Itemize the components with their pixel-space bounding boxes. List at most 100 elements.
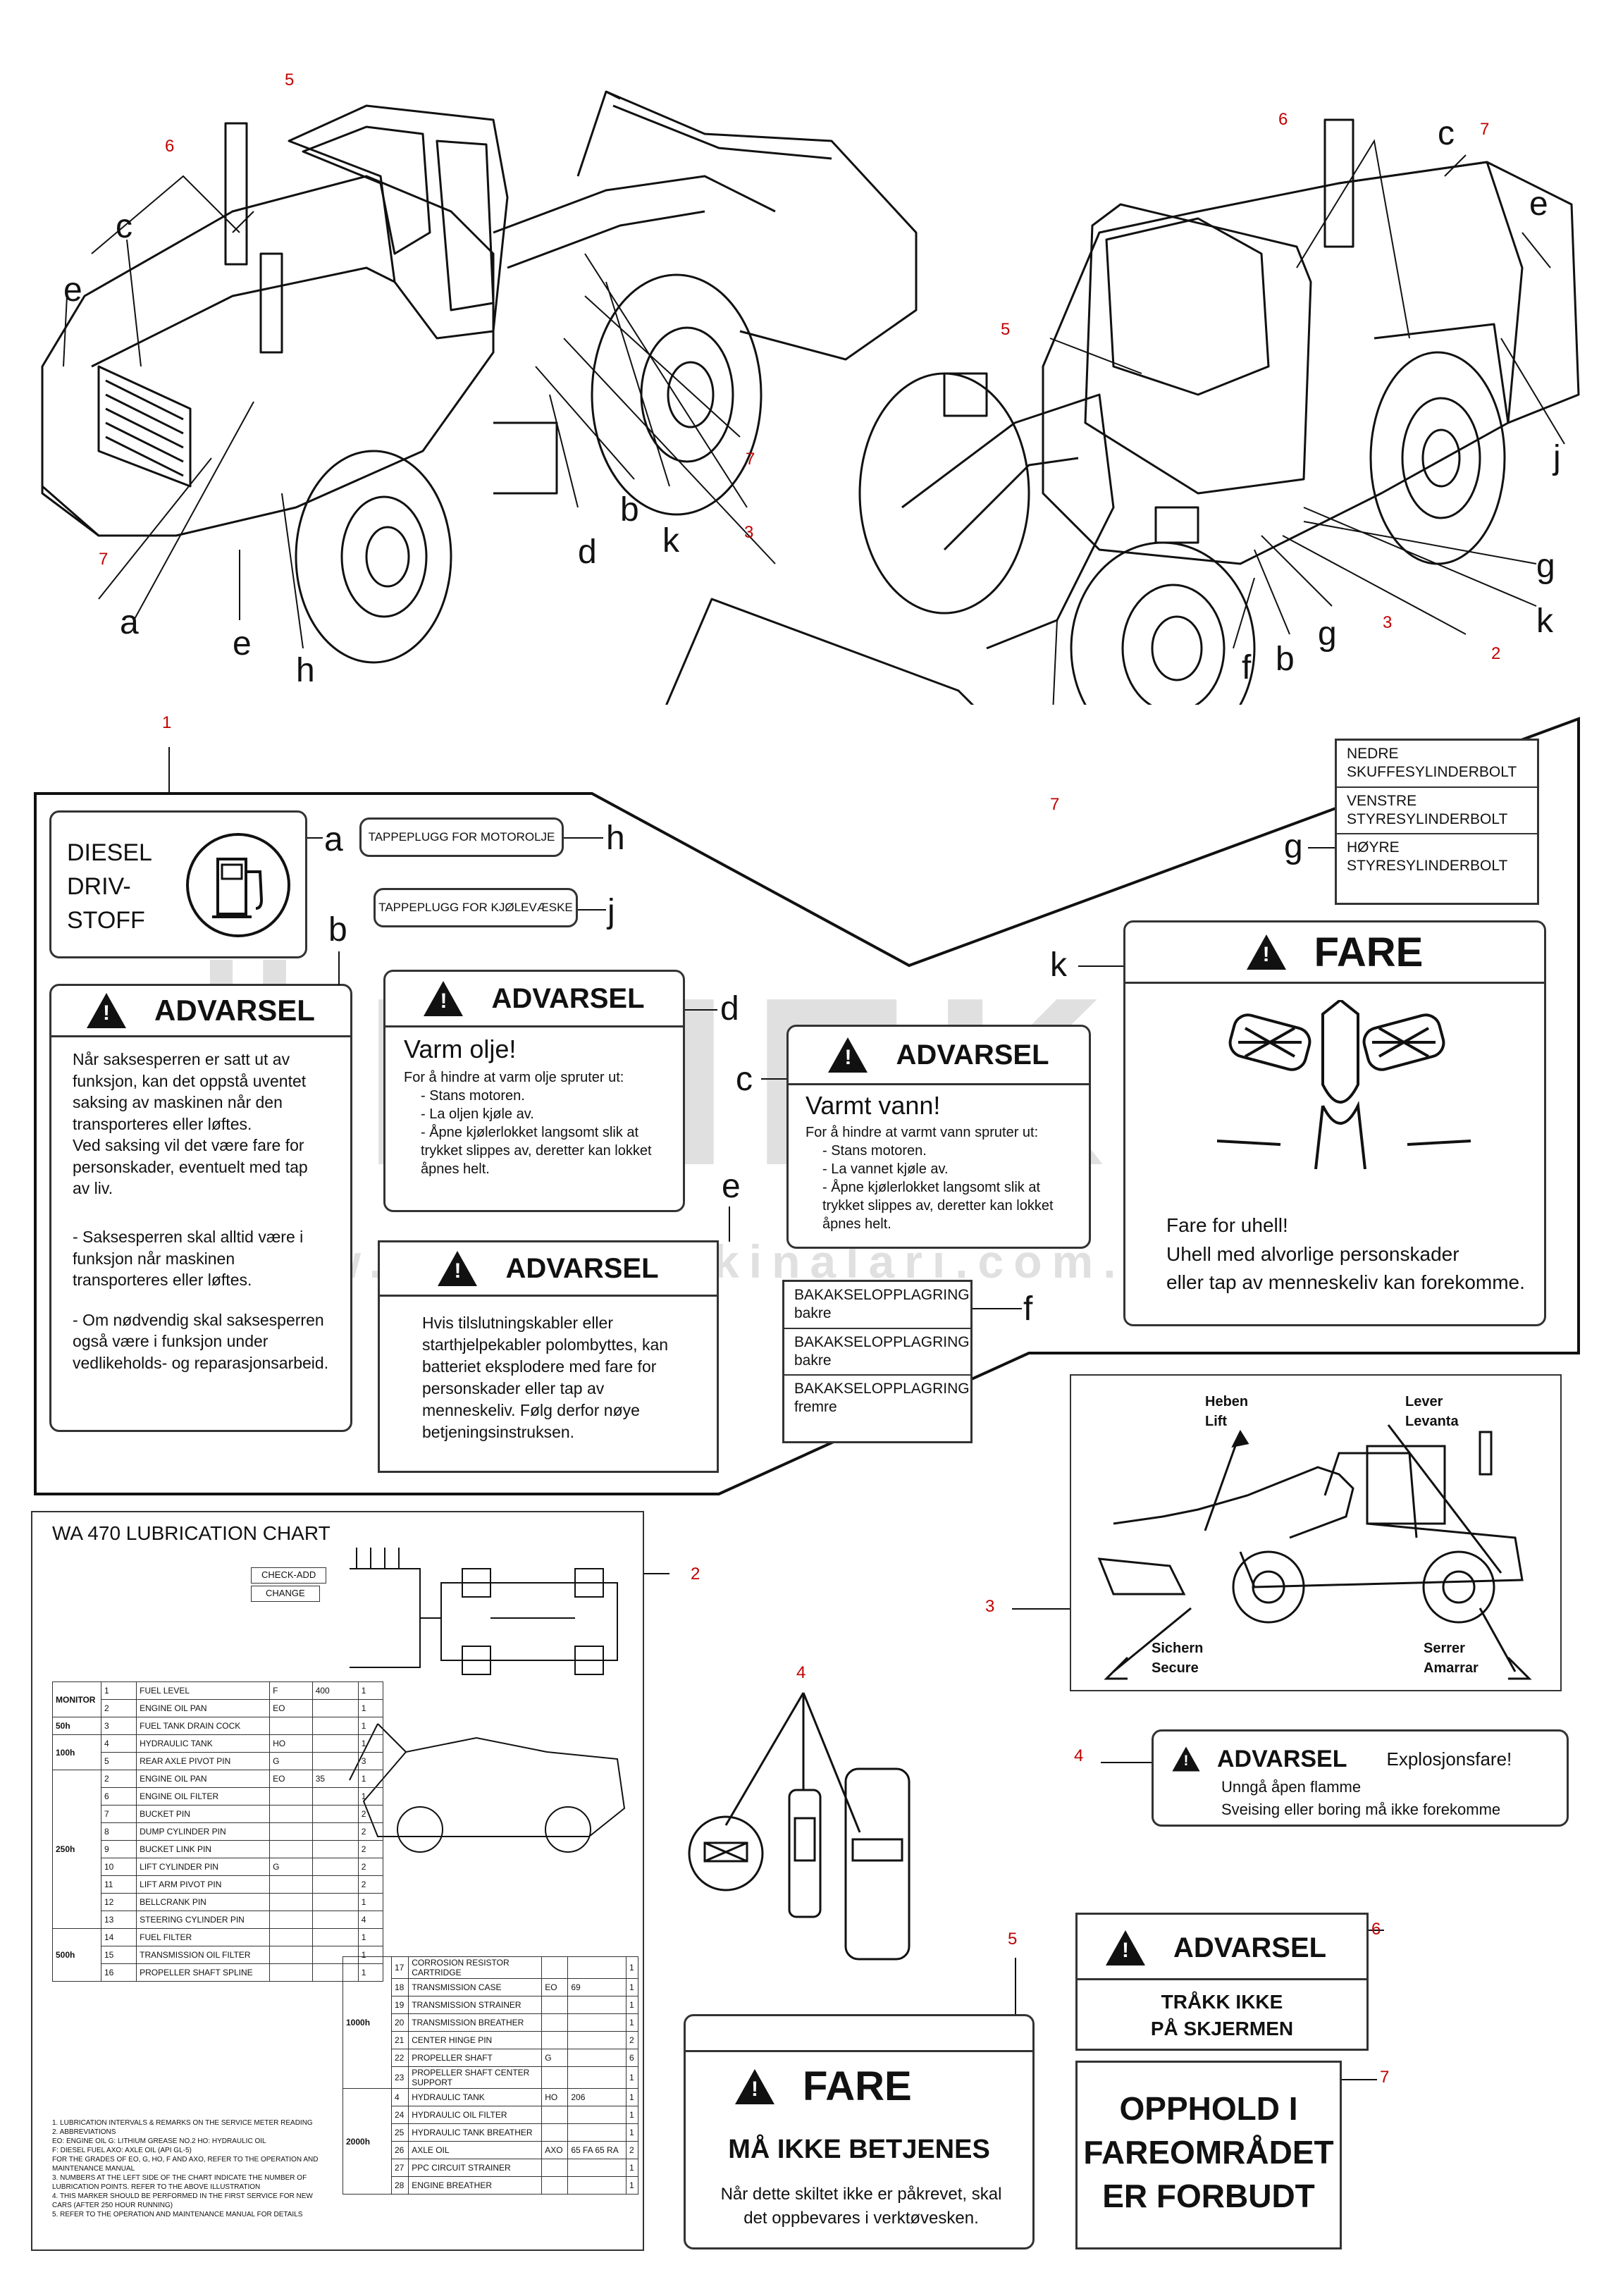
lube-cell: PROPELLER SHAFT CENTER SUPPORT xyxy=(408,2066,543,2089)
lube-cell: 7 xyxy=(100,1805,137,1823)
ref-4-decal: 4 xyxy=(1074,1746,1084,1765)
decal-5-l2: Når dette skiltet ikke er påkrevet, skal… xyxy=(720,2185,1002,2228)
decal-a-diesel: DIESEL DRIV- STOFF xyxy=(49,810,307,958)
decal-6-l1: TRÅKK IKKE xyxy=(1161,1991,1283,2013)
lube-cell xyxy=(541,2123,569,2142)
callout-c-decal: c xyxy=(736,1061,753,1098)
lube-cell: BUCKET PIN xyxy=(136,1805,271,1823)
machine-illustrations xyxy=(41,90,1580,705)
lube-cell: CORROSION RESISTOR CARTRIDGE xyxy=(408,1956,543,1979)
callout-g-right: g xyxy=(1536,548,1555,585)
callout-h-left: h xyxy=(296,652,315,689)
decal-c-l1: For å hindre at varmt vann spruter ut: xyxy=(806,1125,1039,1140)
lube-top-view-diagram xyxy=(350,1548,618,1675)
lube-note: FOR THE GRADES OF EO, G, HO, F AND AXO, … xyxy=(52,2156,319,2173)
decal-4-l2: Sveising eller boring må ikke forekomme xyxy=(1221,1801,1501,1818)
decal-b: ADVARSEL Når saksesperren er satt ut av … xyxy=(49,984,352,1432)
lube-cell: 14 xyxy=(100,1928,137,1946)
lube-cell xyxy=(541,1956,569,1979)
lube-cell xyxy=(269,1928,313,1946)
lube-cell: F xyxy=(269,1681,313,1700)
lube-note: 3. NUMBERS AT THE LEFT SIDE OF THE CHART… xyxy=(52,2174,307,2191)
lube-cell: 1 xyxy=(357,1734,384,1753)
decal-f-item-2: BAKAKSELOPPLAGRING bakre xyxy=(784,1329,970,1376)
lube-cell xyxy=(567,2013,626,2032)
decal-6-l2: PÅ SKJERMEN xyxy=(1150,2018,1294,2039)
callout-c-left: c xyxy=(116,208,132,245)
diesel-line3: STOFF xyxy=(67,907,145,934)
lube-cell: 2 xyxy=(100,1699,137,1717)
lube-note: EO: ENGINE OIL G: LITHIUM GREASE NO.2 HO… xyxy=(52,2137,266,2145)
lube-cell xyxy=(311,1717,359,1735)
lube-cell xyxy=(541,2066,569,2089)
decal-f-item-1: BAKAKSELOPPLAGRING bakre xyxy=(784,1282,970,1329)
lube-cell xyxy=(311,1911,359,1929)
lube-notes: 1. LUBRICATION INTERVALS & REMARKS ON TH… xyxy=(52,2118,334,2219)
decal-6-title: ADVARSEL xyxy=(1173,1932,1327,1963)
lube-note: 5. REFER TO THE OPERATION AND MAINTENANC… xyxy=(52,2211,303,2218)
lube-cell: 2 xyxy=(626,2031,638,2049)
lube-cell: FUEL LEVEL xyxy=(136,1681,271,1700)
lube-cell xyxy=(541,2013,569,2032)
lube-cell: 1 xyxy=(626,1956,638,1979)
lube-cell: 1 xyxy=(357,1787,384,1806)
lube-cell: 3 xyxy=(100,1717,137,1735)
lube-cell xyxy=(311,1734,359,1753)
callout-e-right: e xyxy=(1529,185,1548,223)
decal-7-l1: OPPHOLD I xyxy=(1119,2090,1298,2127)
callout-d-left: d xyxy=(578,533,597,571)
lube-cell xyxy=(269,1840,313,1858)
decal-3-lift: Lift xyxy=(1205,1414,1228,1429)
decal-g: NEDRE SKUFFESYLINDERBOLT VENSTRE STYRESY… xyxy=(1335,739,1539,905)
lube-cell xyxy=(269,1822,313,1841)
decal-g-item-1: NEDRE SKUFFESYLINDERBOLT xyxy=(1337,741,1537,788)
lube-cell xyxy=(567,2176,626,2195)
lube-cell xyxy=(269,1911,313,1929)
lube-cell: 1 xyxy=(357,1699,384,1717)
callout-b-left: b xyxy=(620,491,639,529)
lube-cell: HO xyxy=(541,2088,569,2106)
lube-cell: 1 xyxy=(357,1717,384,1735)
decal-d-l2: - Stans motoren. xyxy=(421,1088,525,1104)
lube-interval: 1000h xyxy=(342,1956,392,2089)
lube-cell: 1 xyxy=(100,1681,137,1700)
lube-cell: PROPELLER SHAFT SPLINE xyxy=(136,1963,271,1982)
ref-6-top-left: 6 xyxy=(165,137,175,156)
decal-e-title: ADVARSEL xyxy=(505,1252,659,1284)
lube-cell: 21 xyxy=(390,2031,409,2049)
lubrication-chart: WA 470 LUBRICATION CHART CHECK-ADD CHANG… xyxy=(31,1511,644,2251)
lube-cell: LIFT CYLINDER PIN xyxy=(136,1858,271,1876)
lube-cell: 26 xyxy=(390,2141,409,2159)
lube-cell: 1 xyxy=(626,1996,638,2014)
lube-cell: 2 xyxy=(357,1840,384,1858)
callout-e-left2: e xyxy=(233,625,252,662)
decal-b-p2: Ved saksing vil det være fare for person… xyxy=(73,1136,308,1198)
lube-cell xyxy=(541,2159,569,2177)
lube-cell xyxy=(567,1956,626,1979)
lube-cell xyxy=(311,1928,359,1946)
decal-j-text: TAPPEPLUGG FOR KJØLEVÆSKE xyxy=(378,901,573,914)
lube-cell: G xyxy=(269,1752,313,1770)
ref-3-right: 3 xyxy=(1383,613,1393,632)
lube-cell: 206 xyxy=(567,2088,626,2106)
decal-d-l1: For å hindre at varm olje spruter ut: xyxy=(404,1070,624,1085)
lube-cell xyxy=(269,1946,313,1964)
lube-cell: 23 xyxy=(390,2066,409,2089)
lube-cell: 1 xyxy=(357,1893,384,1911)
decal-5-title: FARE xyxy=(803,2063,912,2109)
lube-note: 2. ABBREVIATIONS xyxy=(52,2128,116,2136)
crush-hazard-icon xyxy=(1217,1000,1471,1169)
decal-k-l1: Fare for uhell! xyxy=(1166,1214,1288,1236)
callout-g-decal: g xyxy=(1284,828,1303,865)
lube-interval: 100h xyxy=(52,1734,101,1770)
ref-2-right: 2 xyxy=(1491,644,1501,663)
decal-3-sichern: Sichern xyxy=(1152,1641,1204,1656)
